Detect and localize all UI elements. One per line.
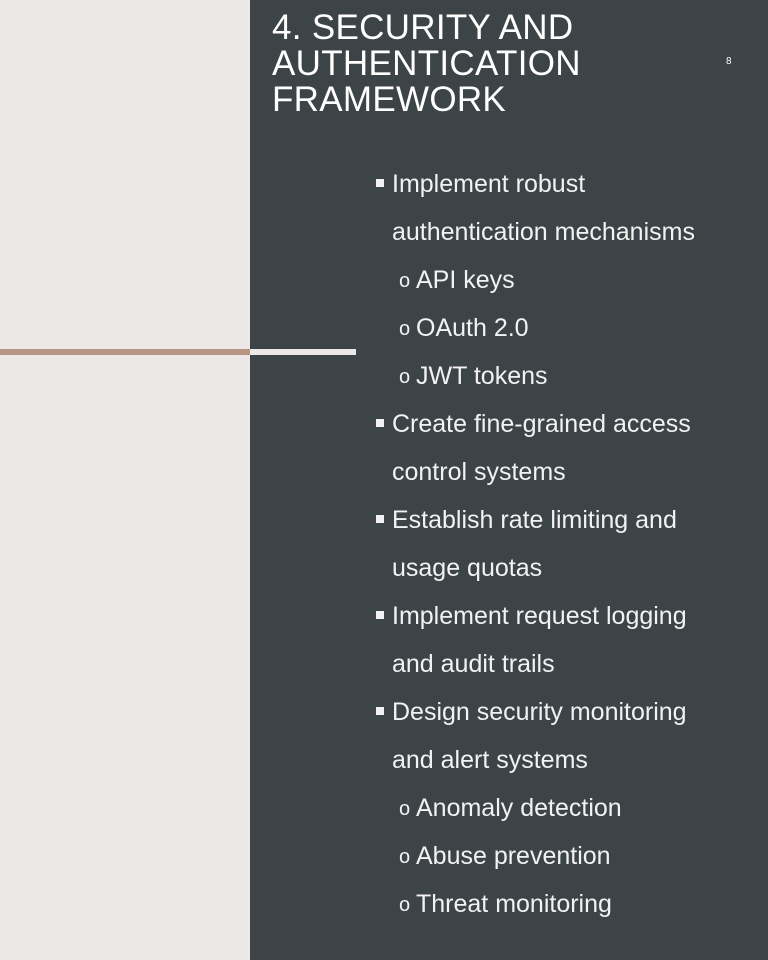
title-line: 4. SECURITY AND — [272, 8, 574, 47]
bullet-item-continuation: authentication mechanisms — [374, 208, 754, 256]
square-bullet-icon — [376, 515, 384, 523]
square-bullet-icon — [376, 419, 384, 427]
bullet-text: and audit trails — [392, 650, 555, 678]
circle-bullet-icon: o — [399, 846, 411, 868]
bullet-item-continuation: usage quotas — [374, 544, 754, 592]
title-line: FRAMEWORK — [272, 80, 507, 119]
bullet-item: Design security monitoring — [374, 688, 754, 736]
square-bullet-icon — [376, 707, 384, 715]
bullet-text: Create fine-grained access — [392, 410, 691, 438]
bullet-item-continuation: and audit trails — [374, 640, 754, 688]
circle-bullet-icon: o — [399, 270, 411, 292]
square-bullet-icon — [376, 611, 384, 619]
bullet-item-continuation: and alert systems — [374, 736, 754, 784]
right-content-panel — [250, 0, 768, 960]
title-line: AUTHENTICATION — [272, 44, 581, 83]
bullet-list: Implement robust authentication mechanis… — [374, 160, 754, 928]
sub-bullet-text: Threat monitoring — [416, 890, 612, 918]
sub-bullet-text: API keys — [416, 266, 515, 294]
circle-bullet-icon: o — [399, 894, 411, 916]
square-bullet-icon — [376, 179, 384, 187]
bullet-text: Design security monitoring — [392, 698, 687, 726]
light-divider-line — [250, 349, 356, 355]
left-background-panel — [0, 0, 250, 960]
bullet-item: Implement robust — [374, 160, 754, 208]
bullet-text: authentication mechanisms — [392, 218, 695, 246]
bullet-text: usage quotas — [392, 554, 543, 582]
slide-title: 4. SECURITY AND AUTHENTICATION FRAMEWORK — [272, 10, 712, 118]
bullet-text: Implement request logging — [392, 602, 687, 630]
bullet-text: and alert systems — [392, 746, 588, 774]
circle-bullet-icon: o — [399, 366, 411, 388]
sub-bullet-text: JWT tokens — [416, 362, 548, 390]
circle-bullet-icon: o — [399, 318, 411, 340]
accent-divider-line — [0, 349, 250, 355]
bullet-text: Establish rate limiting and — [392, 506, 677, 534]
bullet-text: Implement robust — [392, 170, 586, 198]
sub-bullet-text: OAuth 2.0 — [416, 314, 529, 342]
bullet-item: Implement request logging — [374, 592, 754, 640]
circle-bullet-icon: o — [399, 798, 411, 820]
sub-bullet-text: Abuse prevention — [416, 842, 611, 870]
bullet-item: Establish rate limiting and — [374, 496, 754, 544]
sub-bullet-text: Anomaly detection — [416, 794, 622, 822]
bullet-text: control systems — [392, 458, 566, 486]
bullet-item-continuation: control systems — [374, 448, 754, 496]
bullet-item: Create fine-grained access — [374, 400, 754, 448]
page-number: 8 — [726, 56, 732, 67]
